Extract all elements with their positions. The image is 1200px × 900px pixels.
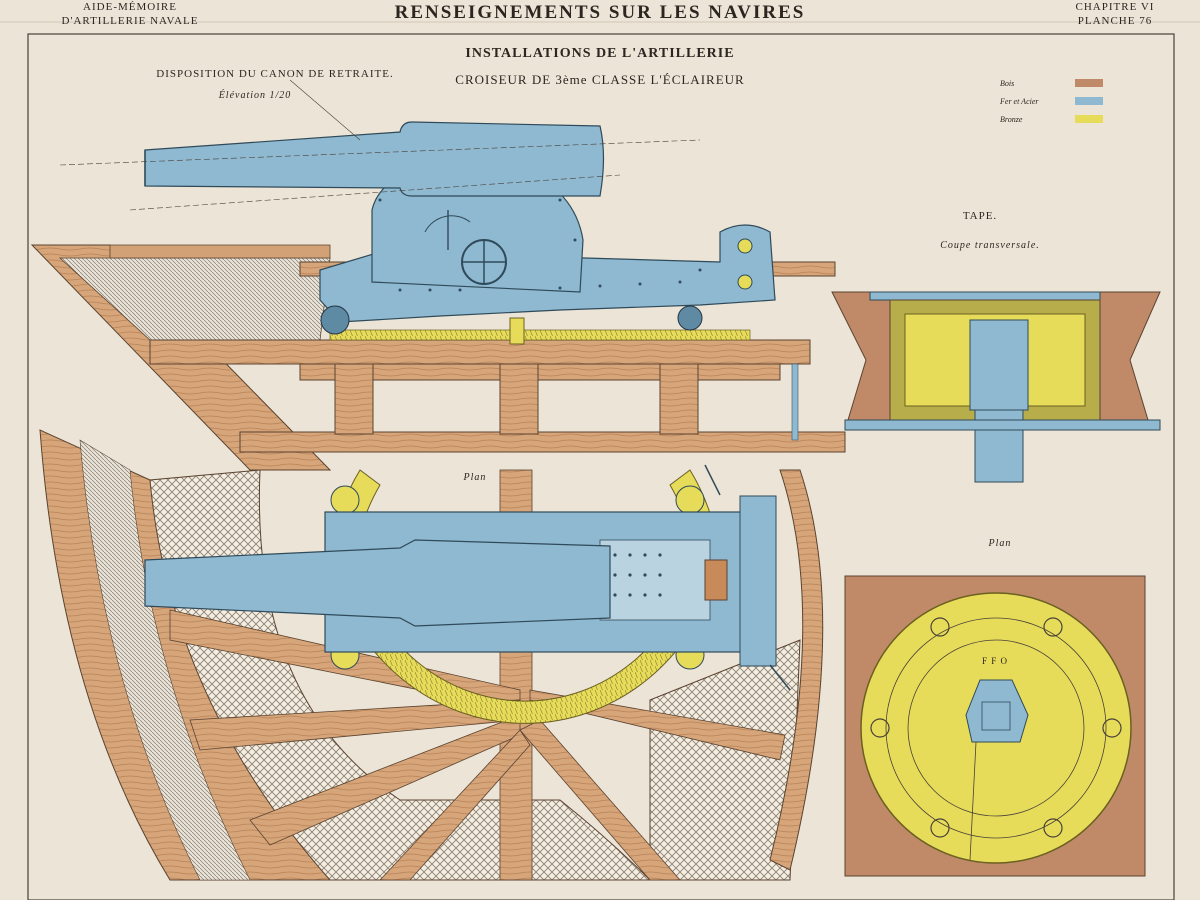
legend-item-wood: Bois xyxy=(1000,79,1014,88)
elevation-view xyxy=(30,79,846,471)
elevation-label: Élévation 1/20 xyxy=(218,90,292,101)
frame-border xyxy=(27,33,1175,900)
header-left: AIDE-MÉMOIRE D'ARTILLERIE NAVALE xyxy=(30,0,230,28)
plate-title-line1: INSTALLATIONS DE L'ARTILLERIE xyxy=(465,46,735,61)
tape-title: TAPE. xyxy=(962,210,998,222)
legend-label-wood: Bois xyxy=(1000,79,1015,88)
tape-marks: F F O xyxy=(981,656,1008,666)
header-left-line2: D'ARTILLERIE NAVALE xyxy=(61,15,199,27)
legend-swatch-wood xyxy=(1075,79,1103,87)
legend-swatch-iron xyxy=(1075,97,1103,105)
legend-label-iron: Fer et Acier xyxy=(1000,97,1039,106)
legend-label-bronze: Bronze xyxy=(1000,115,1023,124)
plan-label-gun: Plan xyxy=(463,472,487,483)
gun-plan-view xyxy=(39,429,824,881)
subtitle-left: DISPOSITION DU CANON DE RETRAITE. xyxy=(156,68,394,80)
header-right-line2: PLANCHE 76 xyxy=(1077,15,1153,27)
legend-swatch-bronze xyxy=(1075,115,1103,123)
legend-item-iron: Fer et Acier xyxy=(1000,97,1039,106)
plan-label-tape: Plan xyxy=(988,538,1012,549)
header-right: CHAPITRE VI PLANCHE 76 xyxy=(1050,0,1180,28)
tape-subtitle: Coupe transversale. xyxy=(940,240,1040,251)
page-title: RENSEIGNEMENTS SUR LES NAVIRES xyxy=(394,2,806,23)
header-right-line1: CHAPITRE VI xyxy=(1075,1,1155,13)
header-left-line1: AIDE-MÉMOIRE xyxy=(83,1,177,13)
legend-item-bronze: Bronze xyxy=(1000,115,1022,124)
tape-section-view xyxy=(831,291,1161,483)
tape-plan-view xyxy=(844,575,1146,877)
plate-title-line2: CROISEUR DE 3ème CLASSE L'ÉCLAIREUR xyxy=(455,72,745,87)
